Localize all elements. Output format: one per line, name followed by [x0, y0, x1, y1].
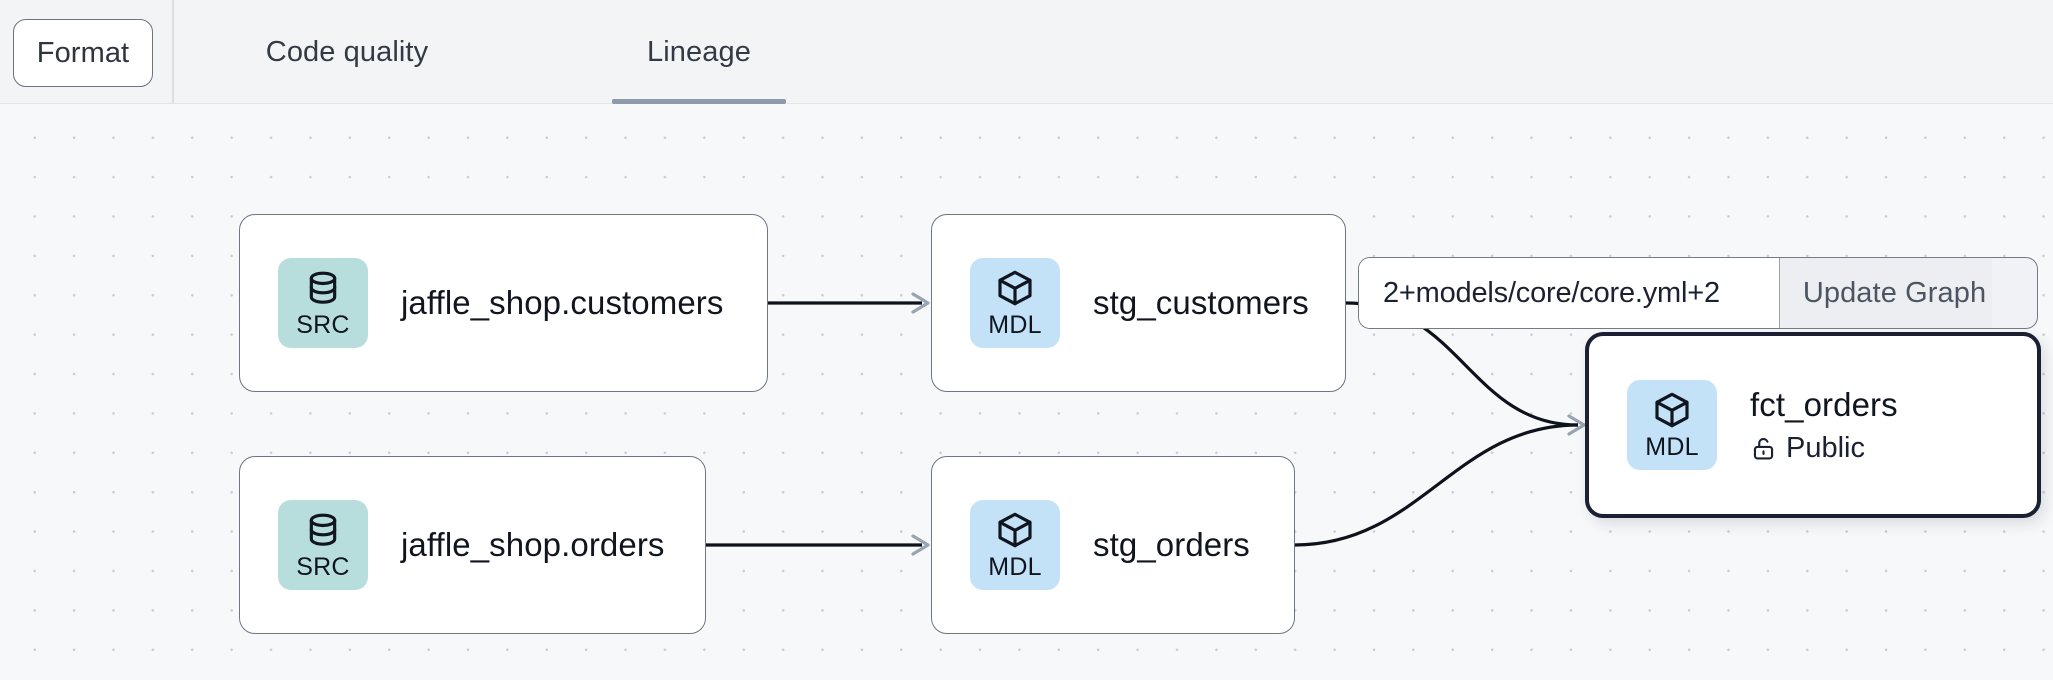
node-body: stg_customers — [1093, 283, 1309, 323]
node-body: stg_orders — [1093, 525, 1250, 565]
node-title: jaffle_shop.customers — [401, 284, 724, 322]
node-title: fct_orders — [1750, 386, 1898, 424]
node-body: fct_orders Public — [1750, 385, 1898, 465]
mdl-badge: MDL — [970, 258, 1060, 348]
edge-src-orders-to-stg-orders — [706, 534, 930, 556]
tab-lineage[interactable]: Lineage — [612, 0, 786, 104]
node-body: jaffle_shop.orders — [401, 525, 665, 565]
edge-stg-orders-to-fct-orders — [1294, 423, 1579, 547]
cube-icon — [1655, 392, 1689, 428]
lineage-node-fct-orders[interactable]: MDL fct_orders Public — [1585, 332, 2041, 518]
lineage-node-stg-customers[interactable]: MDL stg_customers — [931, 214, 1346, 392]
toolbar-divider — [172, 0, 174, 104]
src-badge: SRC — [278, 258, 368, 348]
mdl-badge: MDL — [1627, 380, 1717, 470]
graph-selector-control: Update Graph — [1358, 257, 2010, 329]
update-graph-button[interactable]: Update Graph — [1779, 258, 2009, 328]
lineage-node-stg-orders[interactable]: MDL stg_orders — [931, 456, 1295, 634]
node-visibility: Public — [1750, 432, 1898, 465]
mdl-badge-label: MDL — [988, 553, 1042, 581]
node-title: stg_orders — [1093, 526, 1250, 564]
database-icon — [309, 513, 337, 546]
node-title: stg_customers — [1093, 284, 1309, 322]
tab-code-quality[interactable]: Code quality — [265, 35, 429, 68]
unlock-icon — [1753, 437, 1774, 460]
node-body: jaffle_shop.customers — [401, 283, 724, 323]
cube-icon — [998, 270, 1032, 306]
lineage-node-src-customers[interactable]: SRC jaffle_shop.customers — [239, 214, 768, 392]
selector-overflow-button[interactable] — [1992, 257, 2038, 329]
lineage-canvas[interactable]: SRC jaffle_shop.customers MDL stg_custom… — [0, 104, 2053, 680]
mdl-badge: MDL — [970, 500, 1060, 590]
edge-src-customers-to-stg-customers — [768, 292, 930, 314]
lineage-node-src-orders[interactable]: SRC jaffle_shop.orders — [239, 456, 706, 634]
src-badge-label: SRC — [296, 311, 350, 339]
node-visibility-label: Public — [1786, 431, 1865, 464]
graph-selector-input[interactable] — [1359, 258, 1779, 328]
cube-icon — [998, 512, 1032, 548]
src-badge-label: SRC — [296, 553, 350, 581]
mdl-badge-label: MDL — [988, 311, 1042, 339]
database-icon — [309, 271, 337, 304]
src-badge: SRC — [278, 500, 368, 590]
editor-toolbar: Format Code quality Lineage — [0, 0, 2053, 104]
format-button[interactable]: Format — [13, 19, 153, 87]
node-title: jaffle_shop.orders — [401, 526, 665, 564]
mdl-badge-label: MDL — [1645, 433, 1699, 461]
